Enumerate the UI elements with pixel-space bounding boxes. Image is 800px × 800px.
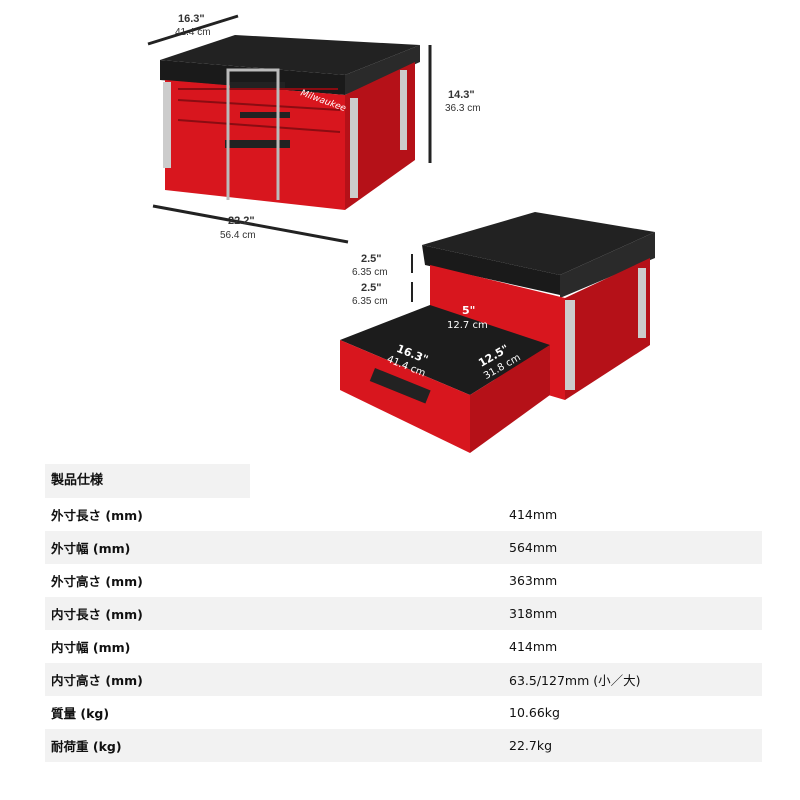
spec-value: 10.66kg: [509, 705, 560, 720]
spec-value: 414mm: [509, 507, 558, 522]
spec-label: 耐荷重 (kg): [51, 739, 122, 754]
top-dimensions: 16.3" 41.4 cm 22.2" 56.4 cm 14.3" 36.3 c…: [147, 13, 481, 244]
svg-text:22.2": 22.2": [228, 215, 255, 227]
svg-text:56.4 cm: 56.4 cm: [220, 230, 256, 241]
spec-table-header: 製品仕様: [45, 464, 250, 498]
product-illustration: Milwaukee 16.3" 41.4 cm 22.2" 56.4 cm 14…: [147, 13, 655, 453]
svg-text:14.3": 14.3": [448, 89, 475, 101]
table-row: 外寸幅 (mm) 564mm: [45, 531, 762, 564]
spec-label: 外寸高さ (mm): [51, 574, 143, 589]
table-row: 外寸高さ (mm) 363mm: [45, 564, 762, 597]
toolbox-2-drawer: [340, 212, 655, 453]
spec-label: 外寸幅 (mm): [51, 541, 131, 556]
svg-text:41.4 cm: 41.4 cm: [175, 27, 211, 38]
table-row: 質量 (kg) 10.66kg: [45, 696, 762, 729]
table-row: 内寸長さ (mm) 318mm: [45, 597, 762, 630]
spec-table: 製品仕様 外寸長さ (mm) 414mm 外寸幅 (mm) 564mm 外寸高さ (…: [45, 464, 762, 762]
spec-label: 外寸長さ (mm): [51, 508, 143, 523]
spec-value: 363mm: [509, 573, 558, 588]
svg-text:36.3 cm: 36.3 cm: [445, 103, 481, 114]
svg-text:2.5": 2.5": [361, 282, 382, 294]
toolbox-4-drawer: Milwaukee: [160, 35, 420, 210]
table-row: 内寸高さ (mm) 63.5/127mm (小／大): [45, 663, 762, 696]
spec-value: 63.5/127mm (小／大): [509, 673, 641, 688]
svg-text:12.7 cm: 12.7 cm: [447, 320, 488, 331]
spec-label: 質量 (kg): [51, 706, 110, 721]
spec-label: 内寸幅 (mm): [51, 640, 131, 655]
spec-rows: 外寸長さ (mm) 414mm 外寸幅 (mm) 564mm 外寸高さ (mm) 36…: [45, 498, 762, 762]
spec-value: 414mm: [509, 639, 558, 654]
svg-text:2.5": 2.5": [361, 253, 382, 265]
spec-value: 564mm: [509, 540, 558, 555]
spec-value: 22.7kg: [509, 738, 553, 753]
svg-text:6.35 cm: 6.35 cm: [352, 296, 388, 307]
svg-text:5": 5": [462, 304, 475, 317]
spec-label: 内寸長さ (mm): [51, 607, 143, 622]
svg-text:6.35 cm: 6.35 cm: [352, 267, 388, 278]
spec-label: 内寸高さ (mm): [51, 673, 143, 688]
table-row: 外寸長さ (mm) 414mm: [45, 498, 762, 531]
svg-text:16.3": 16.3": [178, 13, 205, 25]
spec-value: 318mm: [509, 606, 558, 621]
table-row: 内寸幅 (mm) 414mm: [45, 630, 762, 663]
table-row: 耐荷重 (kg) 22.7kg: [45, 729, 762, 762]
